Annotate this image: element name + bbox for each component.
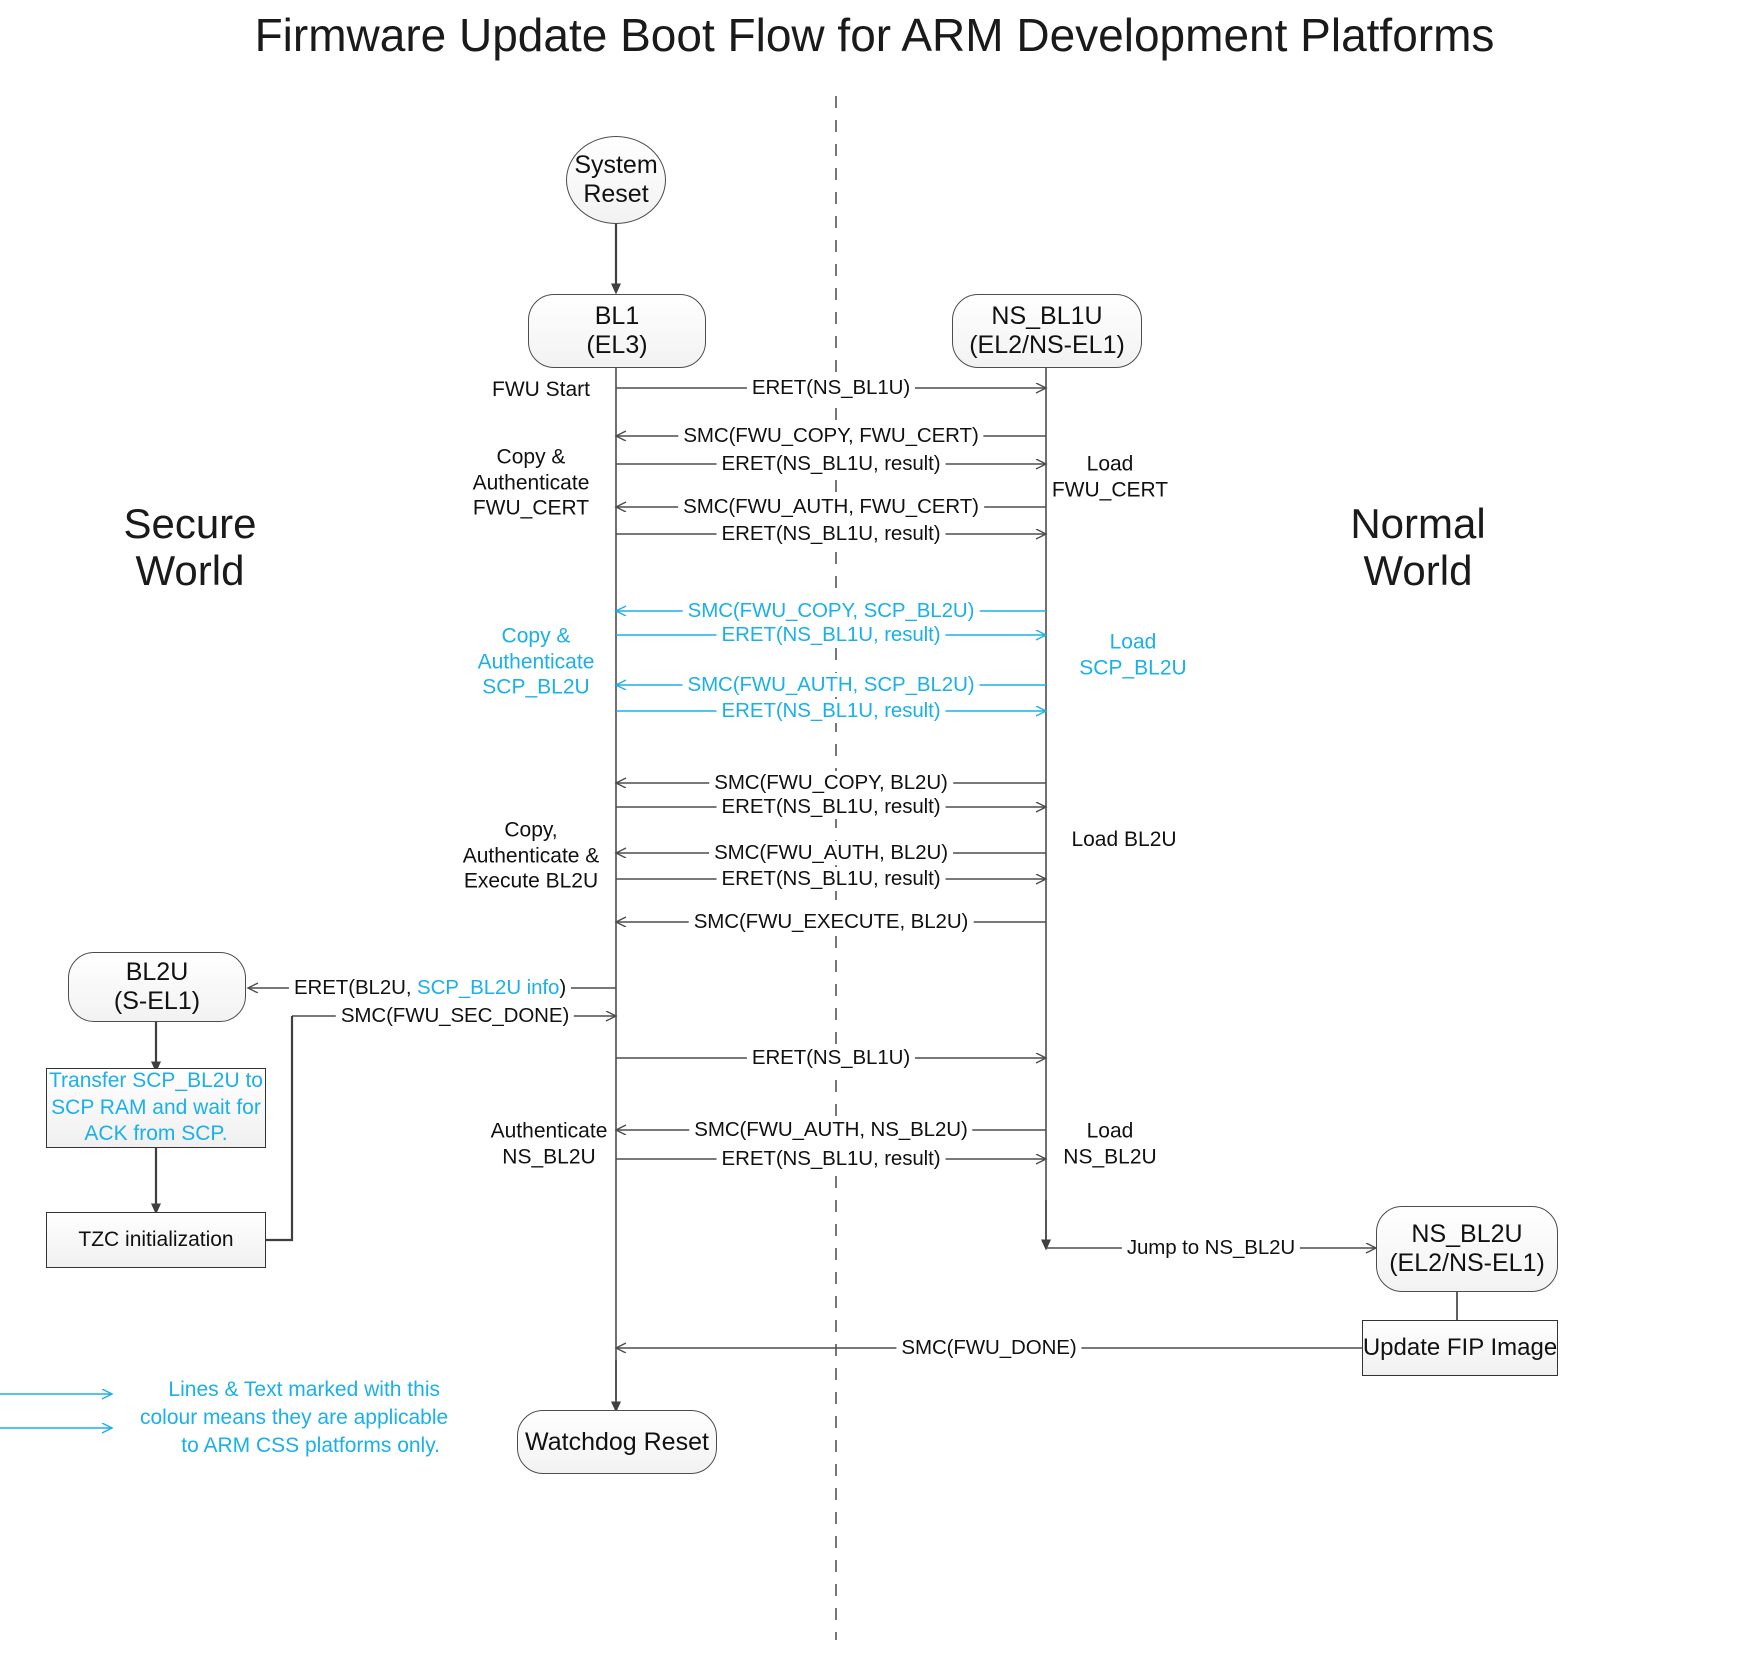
- authenticate-ns-bl2u-line1: Authenticate: [490, 1119, 608, 1143]
- message-eret-ns-bl1u-result-6: ERET(NS_BL1U, result): [716, 867, 946, 891]
- message-smc-fwu-copy-scp-bl2u: SMC(FWU_COPY, SCP_BL2U): [682, 599, 980, 623]
- watchdog-reset-line1: Watchdog Reset: [525, 1427, 709, 1456]
- node-system-reset[interactable]: System Reset: [566, 136, 666, 224]
- legend-line2: colour means they are applicable: [140, 1405, 449, 1429]
- annotation-copy-auth-exec-bl2u: Copy, Authenticate & Execute BL2U: [463, 818, 600, 895]
- message-eret-ns-bl1u-result-3: ERET(NS_BL1U, result): [716, 623, 946, 647]
- message-smc-fwu-copy-fwu-cert: SMC(FWU_COPY, FWU_CERT): [678, 424, 984, 448]
- message-eret-ns-bl1u-result-7: ERET(NS_BL1U, result): [716, 1147, 946, 1171]
- system-reset-line1: System: [574, 151, 658, 180]
- load-ns-bl2u-line2: NS_BL2U: [1063, 1145, 1157, 1168]
- message-eret-ns-bl1u-2: ERET(NS_BL1U): [746, 1046, 916, 1070]
- message-smc-fwu-sec-done: SMC(FWU_SEC_DONE): [335, 1004, 575, 1028]
- secure-world-label: Secure World: [60, 500, 320, 594]
- legend-line3: to ARM CSS platforms only.: [181, 1433, 440, 1457]
- normal-world-line2: World: [1363, 547, 1473, 595]
- eret-bl2u-prefix: ERET(BL2U,: [293, 976, 418, 999]
- fwu-start-line1: FWU Start: [492, 378, 590, 402]
- annotation-load-bl2u: Load BL2U: [1071, 827, 1176, 853]
- ns-bl2u-line2: (EL2/NS-EL1): [1389, 1249, 1545, 1277]
- message-jump-to-ns-bl2u: Jump to NS_BL2U: [1121, 1236, 1301, 1260]
- copy-auth-scp-bl2u-line2: Authenticate: [477, 650, 595, 674]
- bl2u-line1: BL2U: [125, 958, 189, 987]
- secure-world-line2: World: [135, 547, 245, 595]
- copy-auth-exec-bl2u-line1: Copy,: [504, 818, 558, 842]
- load-bl2u-line1: Load BL2U: [1071, 828, 1177, 852]
- load-scp-bl2u-line2: SCP_BL2U: [1079, 656, 1187, 679]
- load-fwu-cert-line2: FWU_CERT: [1051, 478, 1169, 501]
- copy-auth-scp-bl2u-line1: Copy &: [501, 624, 571, 648]
- load-scp-bl2u-line1: Load: [1109, 630, 1157, 654]
- transfer-scp-line2: SCP RAM and wait for: [51, 1095, 261, 1119]
- message-smc-fwu-done: SMC(FWU_DONE): [896, 1336, 1082, 1360]
- normal-world-line1: Normal: [1350, 500, 1486, 547]
- ns-bl1u-line1: NS_BL1U: [991, 302, 1103, 331]
- eret-bl2u-css-part: SCP_BL2U info: [417, 976, 560, 999]
- bl1-line2: (EL3): [586, 331, 648, 359]
- copy-auth-scp-bl2u-line3: SCP_BL2U: [482, 675, 590, 699]
- copy-auth-fwu-cert-line3: FWU_CERT: [472, 496, 590, 520]
- legend-css-note: Lines & Text marked with this colour mea…: [140, 1376, 449, 1460]
- message-smc-fwu-auth-scp-bl2u: SMC(FWU_AUTH, SCP_BL2U): [682, 673, 980, 697]
- page-title: Firmware Update Boot Flow for ARM Develo…: [254, 9, 1495, 61]
- system-reset-line2: Reset: [583, 180, 649, 208]
- transfer-scp-line1: Transfer SCP_BL2U to: [49, 1068, 263, 1092]
- message-smc-fwu-copy-bl2u: SMC(FWU_COPY, BL2U): [709, 771, 953, 795]
- annotation-load-ns-bl2u: Load NS_BL2U: [1063, 1118, 1156, 1169]
- node-bl2u[interactable]: BL2U (S-EL1): [68, 952, 246, 1022]
- node-bl1[interactable]: BL1 (EL3): [528, 294, 706, 368]
- authenticate-ns-bl2u-line2: NS_BL2U: [502, 1145, 596, 1168]
- copy-auth-exec-bl2u-line3: Execute BL2U: [463, 869, 599, 893]
- annotation-copy-auth-fwu-cert: Copy & Authenticate FWU_CERT: [473, 445, 590, 522]
- message-eret-ns-bl1u-result-2: ERET(NS_BL1U, result): [716, 522, 946, 546]
- message-smc-fwu-auth-fwu-cert: SMC(FWU_AUTH, FWU_CERT): [678, 495, 984, 519]
- message-eret-bl2u: ERET(BL2U, SCP_BL2U info): [288, 976, 572, 1000]
- annotation-authenticate-ns-bl2u: Authenticate NS_BL2U: [491, 1118, 608, 1169]
- load-ns-bl2u-line1: Load: [1086, 1119, 1134, 1143]
- box-tzc-initialization[interactable]: TZC initialization: [46, 1212, 266, 1268]
- copy-auth-fwu-cert-line1: Copy &: [496, 445, 566, 469]
- annotation-copy-auth-scp-bl2u: Copy & Authenticate SCP_BL2U: [478, 624, 595, 701]
- bl2u-line2: (S-EL1): [113, 987, 201, 1015]
- eret-bl2u-suffix: ): [559, 976, 567, 999]
- path-tzc-to-smc-sec-done: [264, 1016, 294, 1242]
- bl1-line1: BL1: [594, 302, 640, 331]
- message-smc-fwu-auth-bl2u: SMC(FWU_AUTH, BL2U): [709, 841, 953, 865]
- node-watchdog-reset[interactable]: Watchdog Reset: [517, 1410, 717, 1474]
- secure-world-line1: Secure: [123, 500, 257, 547]
- transfer-scp-line3: ACK from SCP.: [84, 1122, 228, 1146]
- message-smc-fwu-execute-bl2u: SMC(FWU_EXECUTE, BL2U): [688, 910, 974, 934]
- legend-line1: Lines & Text marked with this: [168, 1378, 440, 1401]
- box-transfer-scp-bl2u[interactable]: Transfer SCP_BL2U to SCP RAM and wait fo…: [46, 1068, 266, 1148]
- message-eret-ns-bl1u-1: ERET(NS_BL1U): [746, 376, 916, 400]
- normal-world-label: Normal World: [1288, 500, 1548, 594]
- box-update-fip-image[interactable]: Update FIP Image: [1362, 1320, 1558, 1376]
- tzc-init-line1: TZC initialization: [78, 1227, 234, 1251]
- node-ns-bl2u[interactable]: NS_BL2U (EL2/NS-EL1): [1376, 1206, 1558, 1292]
- copy-auth-exec-bl2u-line2: Authenticate &: [462, 844, 600, 868]
- message-eret-ns-bl1u-result-5: ERET(NS_BL1U, result): [716, 795, 946, 819]
- message-eret-ns-bl1u-result-4: ERET(NS_BL1U, result): [716, 699, 946, 723]
- node-ns-bl1u[interactable]: NS_BL1U (EL2/NS-EL1): [952, 294, 1142, 368]
- annotation-load-scp-bl2u: Load SCP_BL2U: [1079, 629, 1186, 680]
- copy-auth-fwu-cert-line2: Authenticate: [472, 471, 590, 495]
- ns-bl2u-line1: NS_BL2U: [1411, 1220, 1523, 1249]
- update-fip-line1: Update FIP Image: [1362, 1333, 1558, 1361]
- annotation-fwu-start: FWU Start: [492, 377, 590, 403]
- load-fwu-cert-line1: Load: [1086, 452, 1134, 476]
- ns-bl1u-line2: (EL2/NS-EL1): [969, 331, 1125, 359]
- message-eret-ns-bl1u-result-1: ERET(NS_BL1U, result): [716, 452, 946, 476]
- message-smc-fwu-auth-ns-bl2u: SMC(FWU_AUTH, NS_BL2U): [689, 1118, 973, 1142]
- annotation-load-fwu-cert: Load FWU_CERT: [1052, 451, 1168, 502]
